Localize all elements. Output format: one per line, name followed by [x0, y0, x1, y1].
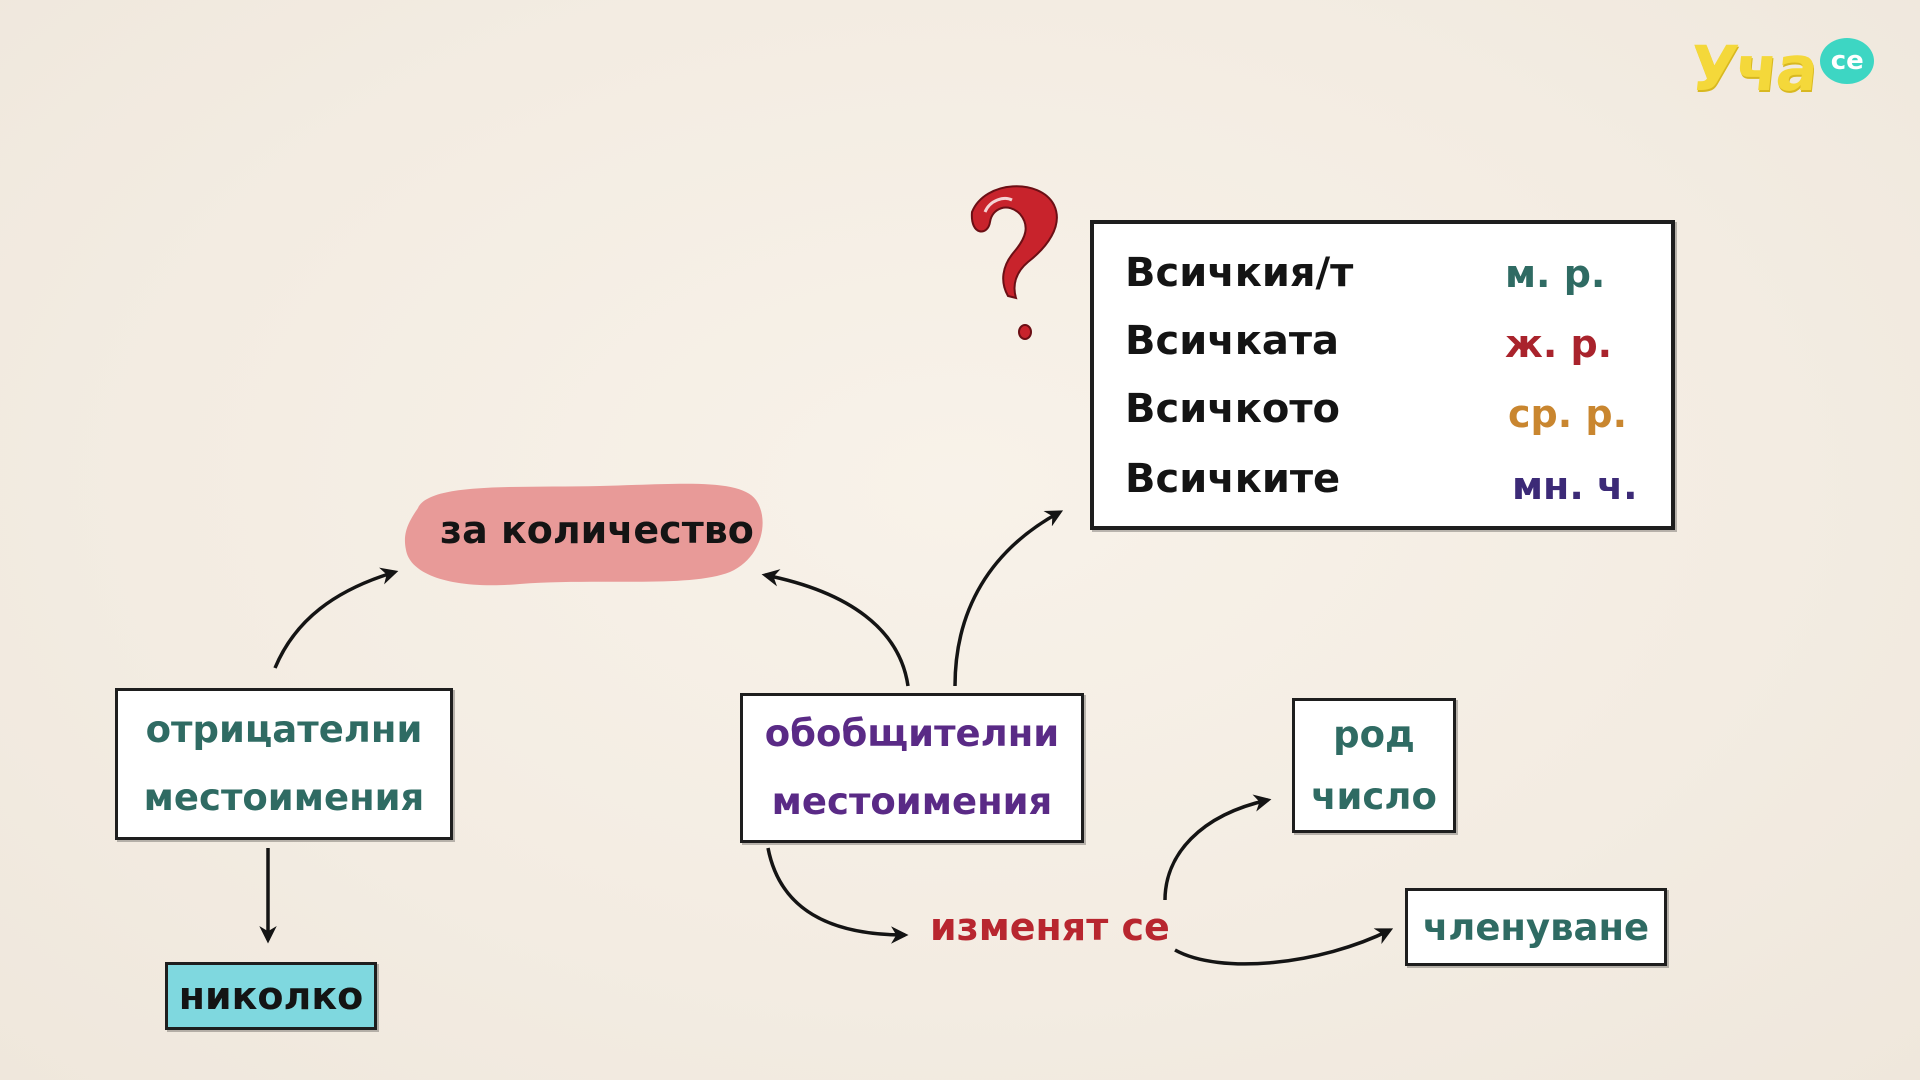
arrow-negative-to-amount	[273, 567, 399, 669]
arrow-general-to-forms	[953, 510, 1064, 687]
general-line-1: обобщителни	[764, 712, 1060, 755]
form-word-1: Всичкия/т	[1125, 250, 1354, 296]
form-word-3: Всичкото	[1125, 386, 1340, 432]
arrow-changes-to-article	[1174, 928, 1394, 966]
form-tag-1: м. р.	[1505, 252, 1606, 296]
gender-label: род	[1333, 712, 1415, 756]
arrow-general-to-amount	[761, 569, 910, 687]
ucha-se-logo: Уча се	[1686, 28, 1875, 108]
general-line-2: местоимения	[771, 780, 1053, 823]
logo-bubble: се	[1820, 38, 1875, 84]
changes-label: изменят се	[930, 905, 1170, 949]
number-label: число	[1311, 774, 1437, 818]
gender-number-box: род число	[1292, 698, 1456, 833]
article-label: членуване	[1422, 905, 1650, 949]
form-tag-2: ж. р.	[1505, 322, 1613, 366]
amount-label: за количество	[440, 508, 754, 552]
negative-line-1: отрицателни	[145, 708, 423, 751]
question-mark-icon	[970, 185, 1058, 340]
arrow-changes-to-gender	[1163, 794, 1272, 901]
form-word-4: Всичките	[1125, 456, 1341, 502]
negative-pronouns-box: отрицателни местоимения	[115, 688, 453, 840]
article-box: членуване	[1405, 888, 1667, 966]
forms-table	[1090, 220, 1675, 530]
form-tag-4: мн. ч.	[1512, 464, 1638, 508]
negative-line-2: местоимения	[143, 776, 425, 819]
negative-example: николко	[178, 974, 364, 1018]
negative-example-box: николко	[165, 962, 377, 1030]
amount-blob	[404, 483, 763, 586]
form-word-2: Всичката	[1125, 318, 1340, 364]
form-tag-3: ср. р.	[1508, 392, 1628, 436]
arrow-general-to-changes	[766, 847, 909, 944]
general-pronouns-box: обобщителни местоимения	[740, 693, 1084, 843]
